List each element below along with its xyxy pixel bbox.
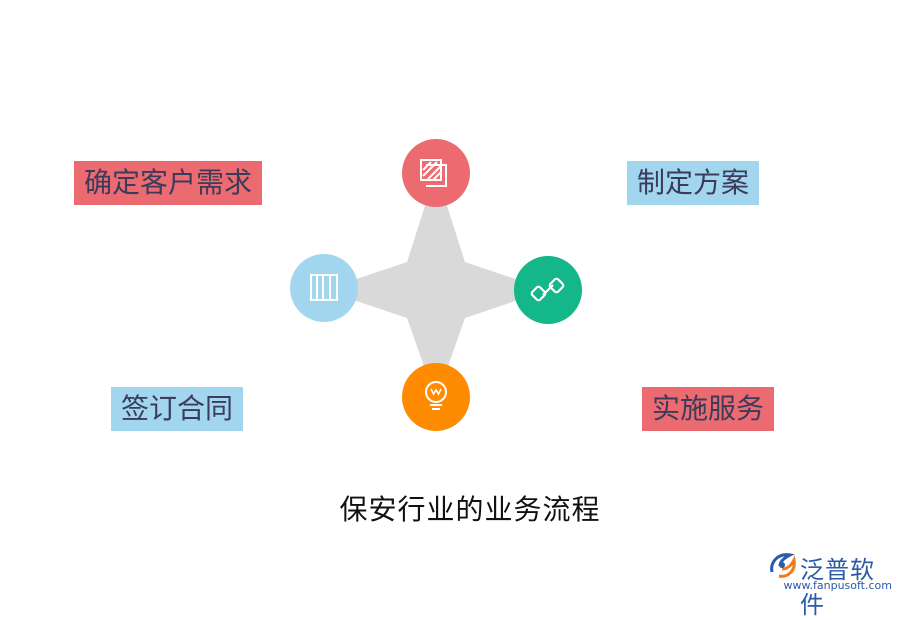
- layers-icon: [420, 159, 447, 187]
- step-label-sign-contract: 签订合同: [111, 387, 244, 431]
- step-label-implement-service: 实施服务: [642, 387, 775, 431]
- node-right: [514, 256, 582, 324]
- link-icon: [530, 277, 565, 302]
- fanpu-logo-icon: [770, 553, 796, 578]
- process-star-diagram: [290, 139, 582, 431]
- node-bottom: [402, 363, 470, 431]
- lightbulb-icon: [425, 381, 447, 410]
- diagram-title: 保安行业的业务流程: [339, 493, 601, 526]
- step-label-confirm-needs: 确定客户需求: [74, 161, 263, 205]
- books-icon: [310, 274, 338, 301]
- node-top: [402, 139, 470, 207]
- node-left: [290, 254, 358, 322]
- star-shape: [324, 171, 548, 400]
- brand-url: www.fanpusoft.com: [783, 579, 892, 592]
- step-label-make-plan: 制定方案: [627, 161, 760, 205]
- fanpu-logo: 泛普软件 www.fanpusoft.com: [768, 550, 894, 619]
